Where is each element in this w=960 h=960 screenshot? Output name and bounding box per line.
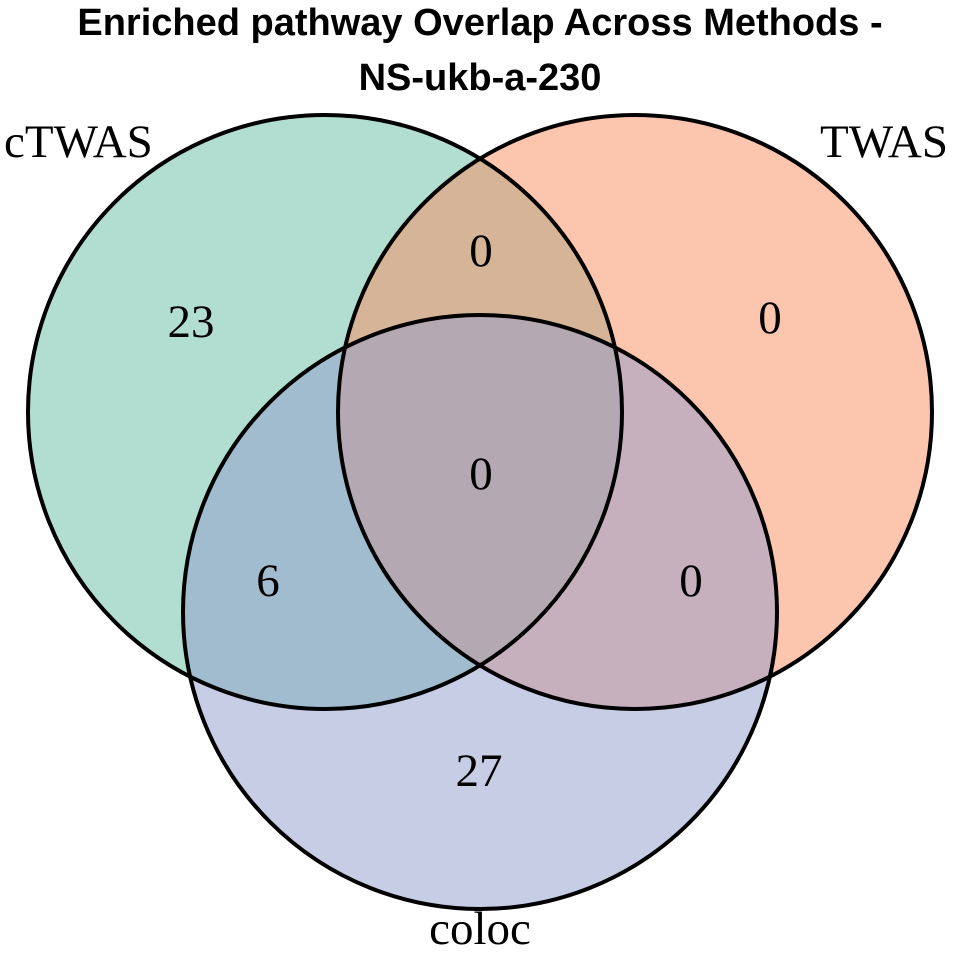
coloc-circle-outline	[181, 313, 779, 911]
count-coloc-only: 27	[456, 745, 503, 797]
venn-set-labels: cTWAS TWAS coloc	[4, 116, 948, 955]
set-label-twas: TWAS	[820, 116, 948, 168]
chart-title: Enriched pathway Overlap Across Methods …	[0, 0, 960, 106]
ctwas-circle-outline	[26, 113, 624, 711]
count-twas-only: 0	[758, 292, 782, 344]
chart-title-line2: NS-ukb-a-230	[358, 57, 602, 99]
count-all-three: 0	[469, 448, 493, 500]
count-ctwas-coloc: 6	[256, 555, 280, 607]
count-ctwas-only: 23	[168, 296, 215, 348]
venn-circle-outlines	[26, 113, 934, 911]
chart-title-line1: Enriched pathway Overlap Across Methods …	[77, 2, 883, 44]
twas-circle-outline	[336, 113, 934, 711]
set-label-coloc: coloc	[429, 903, 531, 955]
set-label-ctwas: cTWAS	[4, 116, 153, 168]
count-twas-coloc: 0	[679, 555, 703, 607]
venn-circle-fills	[28, 115, 932, 909]
coloc-circle-fill	[183, 315, 777, 909]
venn-region-counts: 23 0 27 0 6 0 0	[168, 225, 782, 797]
count-ctwas-twas: 0	[469, 225, 493, 277]
